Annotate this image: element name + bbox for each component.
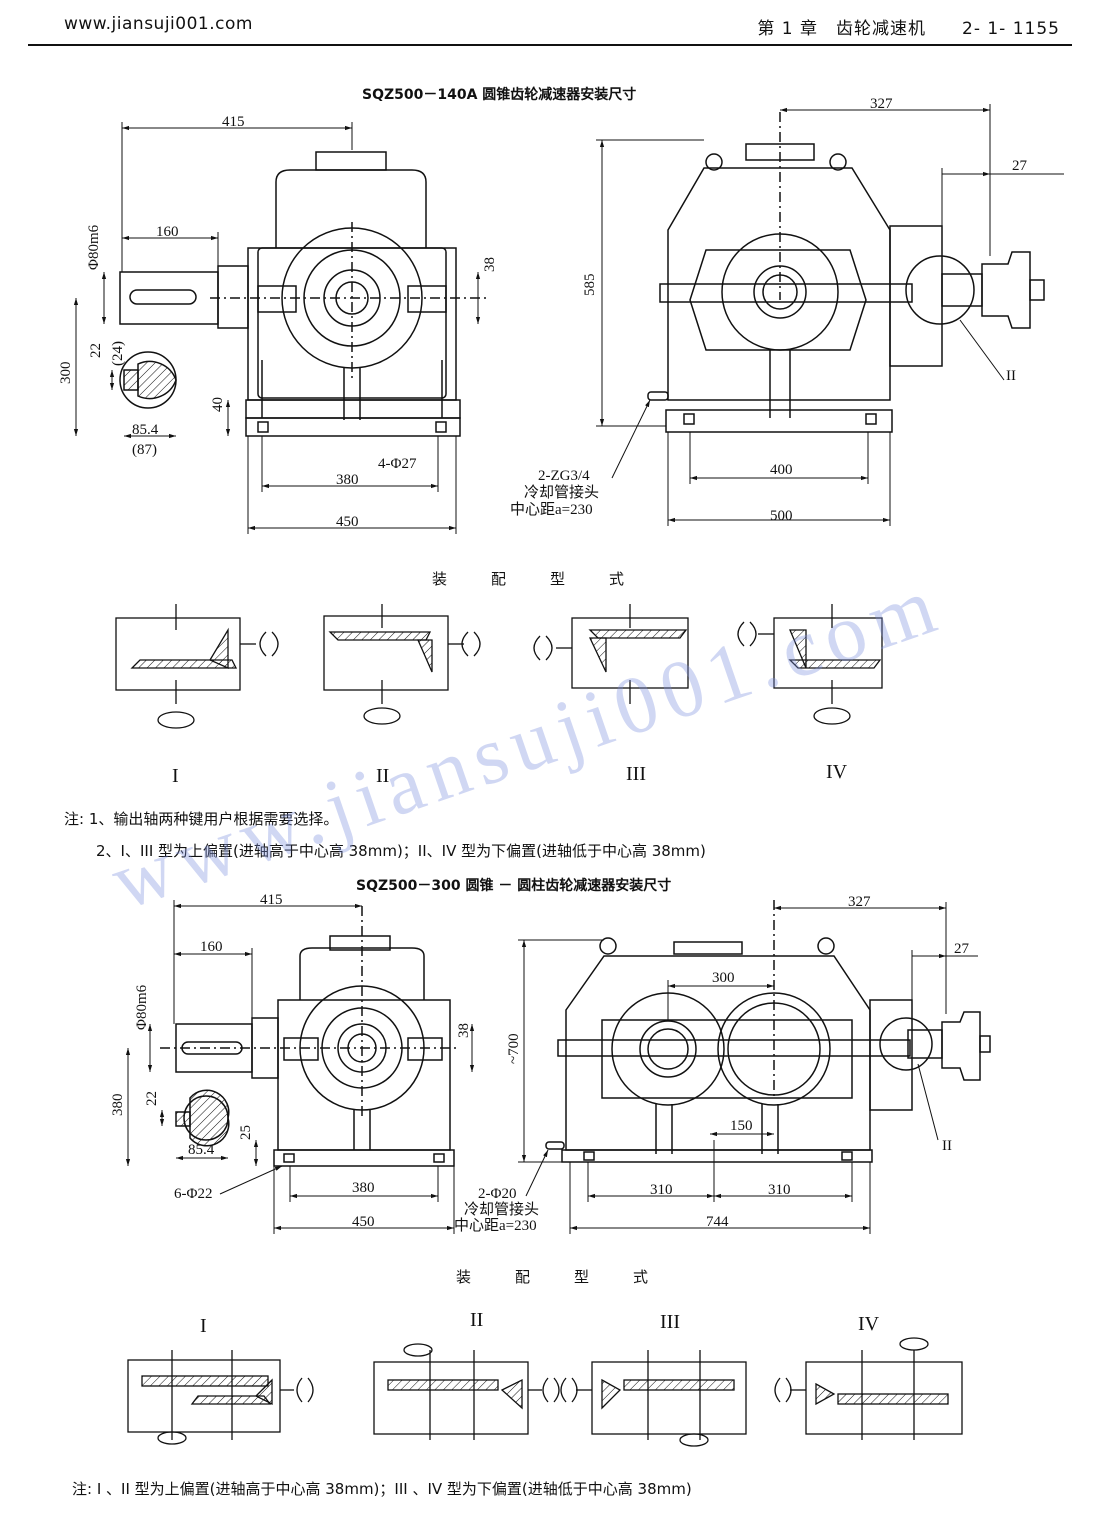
header-rule: [28, 44, 1072, 46]
svg-text:150: 150: [730, 1118, 753, 1134]
svg-text:380: 380: [336, 472, 359, 488]
svg-text:85.4: 85.4: [132, 422, 159, 438]
svg-text:160: 160: [200, 939, 223, 955]
s1-type-ii: [323, 604, 481, 725]
svg-text:冷却管接头: 冷却管接头: [464, 1201, 539, 1218]
s2-assembly-title: 装配型式: [456, 1268, 693, 1286]
svg-text:22: 22: [144, 1091, 160, 1106]
svg-text:310: 310: [650, 1182, 673, 1198]
svg-text:II: II: [376, 765, 389, 787]
s1-front-view: [647, 112, 1045, 433]
s1-side-dims: [73, 122, 481, 534]
s2-type-labels: I II III IV: [200, 1309, 880, 1337]
svg-text:380: 380: [110, 1094, 126, 1117]
s2-front-labels: 327 27 ~700 300 150 310 310 744 2-Φ20 冷却…: [454, 894, 970, 1234]
svg-text:380: 380: [352, 1180, 375, 1196]
svg-text:40: 40: [210, 397, 226, 412]
section2-title: SQZ500－300 圆锥 － 圆柱齿轮减速器安装尺寸: [356, 878, 672, 894]
s2-note: 注: I 、II 型为上偏置(进轴高于中心高 38mm)；III 、IV 型为下…: [72, 1480, 692, 1498]
svg-text:III: III: [626, 763, 646, 785]
svg-text:I: I: [200, 1315, 207, 1337]
s1-assembly-diagrams: [115, 604, 883, 729]
svg-text:IV: IV: [826, 761, 848, 783]
s1-front-dims: [596, 104, 1064, 526]
s1-side-labels: 415 160 Φ80m6 38 300 22 (24) 40 85.4 (87…: [58, 114, 498, 530]
s2-assembly-diagrams: [127, 1337, 963, 1447]
s2-side-view: [160, 906, 460, 1167]
svg-text:II: II: [1006, 368, 1016, 384]
svg-text:Φ80m6: Φ80m6: [86, 224, 102, 270]
s2-front-view: [545, 900, 991, 1163]
svg-text:450: 450: [336, 514, 359, 530]
svg-text:415: 415: [260, 892, 283, 908]
svg-text:中心距a=230: 中心距a=230: [510, 501, 593, 518]
svg-text:IV: IV: [858, 1313, 880, 1335]
svg-text:327: 327: [848, 894, 871, 910]
svg-text:400: 400: [770, 462, 793, 478]
site-url: www.jiansuji001.com: [64, 14, 253, 34]
s2-type-ii: [373, 1343, 560, 1440]
svg-text:~700: ~700: [506, 1033, 522, 1064]
s2-type-i: [127, 1350, 314, 1445]
s1-type-iii: [533, 604, 689, 704]
svg-text:(24): (24): [110, 341, 126, 366]
svg-text:300: 300: [712, 970, 735, 986]
svg-text:I: I: [172, 765, 179, 787]
s1-type-labels: I II III IV: [172, 761, 848, 787]
svg-text:2-ZG3/4: 2-ZG3/4: [538, 468, 590, 484]
svg-text:38: 38: [456, 1023, 472, 1038]
svg-text:450: 450: [352, 1214, 375, 1230]
svg-text:310: 310: [768, 1182, 791, 1198]
svg-text:300: 300: [58, 362, 74, 385]
svg-text:6-Φ22: 6-Φ22: [174, 1186, 212, 1202]
svg-text:2-Φ20: 2-Φ20: [478, 1186, 516, 1202]
svg-text:25: 25: [238, 1125, 254, 1140]
svg-text:II: II: [470, 1309, 483, 1331]
svg-text:85.4: 85.4: [188, 1142, 215, 1158]
svg-text:500: 500: [770, 508, 793, 524]
svg-text:Φ80m6: Φ80m6: [134, 984, 150, 1030]
chapter-heading: 第 1 章 齿轮减速机 2- 1- 1155: [757, 19, 1060, 39]
svg-text:(87): (87): [132, 442, 157, 458]
svg-text:27: 27: [954, 941, 970, 957]
svg-text:585: 585: [582, 274, 598, 297]
s1-front-labels: 327 27 585 2-ZG3/4 冷却管接头 中心距a=230 400 50…: [510, 96, 1028, 524]
s1-side-view: [119, 151, 490, 437]
s2-front-dims: [518, 902, 978, 1234]
s1-assembly-title: 装配型式: [432, 570, 669, 588]
s1-note-1: 注: 1、输出轴两种键用户根据需要选择。: [64, 810, 339, 828]
s2-side-dims: [125, 900, 475, 1234]
svg-text:160: 160: [156, 224, 179, 240]
svg-text:冷却管接头: 冷却管接头: [524, 484, 599, 501]
svg-text:327: 327: [870, 96, 893, 112]
svg-text:4-Φ27: 4-Φ27: [378, 456, 417, 472]
section1-title: SQZ500－140A 圆锥齿轮减速器安装尺寸: [362, 87, 637, 103]
svg-text:415: 415: [222, 114, 245, 130]
svg-text:中心距a=230: 中心距a=230: [454, 1217, 537, 1234]
svg-text:38: 38: [482, 257, 498, 272]
s2-type-iv: [774, 1337, 963, 1440]
s1-note-2: 2、I、III 型为上偏置(进轴高于中心高 38mm)；II、IV 型为下偏置(…: [96, 842, 706, 860]
s1-type-i: [115, 604, 279, 729]
svg-text:III: III: [660, 1311, 680, 1333]
svg-text:22: 22: [88, 343, 104, 358]
s2-side-labels: 415 160 Φ80m6 38 380 22 25 85.4 6-Φ22 38…: [110, 892, 472, 1230]
svg-text:27: 27: [1012, 158, 1028, 174]
s2-type-iii: [560, 1350, 747, 1447]
s1-type-iv: [737, 604, 883, 725]
svg-text:II: II: [942, 1138, 952, 1154]
svg-text:744: 744: [706, 1214, 729, 1230]
